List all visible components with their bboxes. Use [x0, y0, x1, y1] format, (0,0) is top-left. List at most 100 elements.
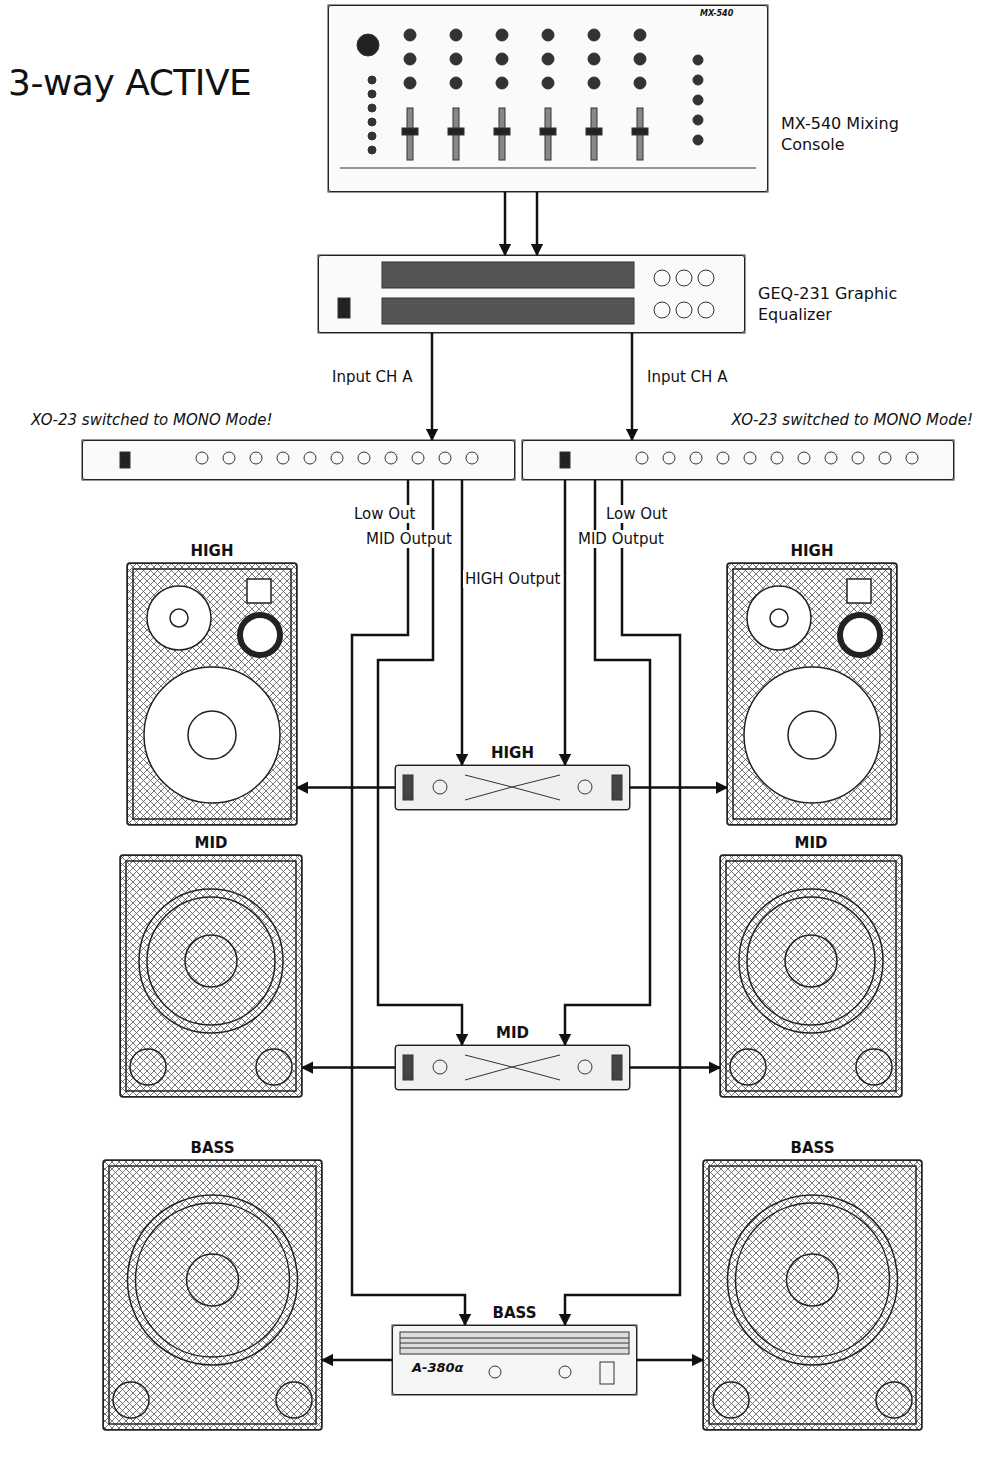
drawing-stroke — [730, 1049, 766, 1085]
drawing-stroke — [906, 452, 918, 464]
device-name: GEQ-231 Graphic Equalizer — [758, 284, 918, 326]
drawing-stroke — [331, 452, 343, 464]
drawing-stroke — [433, 780, 447, 794]
drawing-stroke — [798, 452, 810, 464]
drawing-stroke — [465, 775, 560, 787]
drawing-stroke — [196, 452, 208, 464]
speaker-cabinet: BASS — [703, 1160, 922, 1430]
device-name: HIGH — [728, 542, 896, 560]
device-name: BASS — [104, 1139, 321, 1157]
mixing-console: MX-540 Mixing Console — [328, 5, 768, 192]
device-name: HIGH — [128, 542, 296, 560]
drawing-stroke — [385, 452, 397, 464]
signal-connector — [565, 480, 680, 1325]
device-model-label: MX-540 — [700, 9, 733, 18]
connector-label: Low Out — [604, 505, 670, 523]
signal-connector — [322, 1359, 392, 1362]
drawing-stroke — [465, 1055, 560, 1067]
connector-label: Low Out — [352, 505, 418, 523]
drawing-stroke — [785, 935, 837, 987]
drawing-stroke — [223, 452, 235, 464]
drawing-stroke — [433, 1060, 447, 1074]
drawing-stroke — [663, 452, 675, 464]
drawing-stroke — [744, 452, 756, 464]
drawing-stroke — [113, 1382, 149, 1418]
signal-connector — [631, 333, 634, 440]
signal-connector — [637, 1359, 703, 1362]
connector-label: Input CH A — [330, 368, 414, 386]
device-name: MID — [396, 1024, 629, 1042]
drawing-stroke — [277, 452, 289, 464]
crossover-unit: XO-23 switched to MONO Mode! — [82, 440, 515, 480]
drawing-stroke — [489, 1366, 501, 1378]
connector-label: HIGH Output — [463, 570, 562, 588]
drawing-stroke — [139, 889, 283, 1033]
drawing-stroke — [612, 775, 622, 800]
signal-connector — [564, 480, 567, 765]
signal-connector — [504, 192, 507, 255]
connector-label: MID Output — [576, 530, 666, 548]
drawing-stroke — [247, 579, 271, 603]
drawing-stroke — [825, 452, 837, 464]
drawing-stroke — [852, 452, 864, 464]
drawing-stroke — [717, 452, 729, 464]
drawing-stroke — [542, 77, 554, 89]
drawing-stroke — [634, 53, 646, 65]
drawing-stroke — [709, 1166, 916, 1424]
drawing-stroke — [693, 135, 703, 145]
drawing-stroke — [726, 861, 896, 1091]
drawing-stroke — [185, 935, 237, 987]
drawing-stroke — [368, 146, 376, 154]
power-amplifier: MID — [395, 1045, 630, 1090]
drawing-stroke — [147, 897, 275, 1025]
signal-connector — [378, 480, 462, 1045]
signal-connector — [461, 480, 464, 765]
drawing-stroke — [496, 77, 508, 89]
drawing-stroke — [304, 452, 316, 464]
drawing-stroke — [634, 77, 646, 89]
drawing-stroke — [120, 855, 302, 1097]
drawing-stroke — [636, 452, 648, 464]
drawing-stroke — [496, 53, 508, 65]
signal-connector — [536, 192, 539, 255]
drawing-stroke — [720, 855, 902, 1097]
drawing-stroke — [733, 569, 891, 819]
drawing-stroke — [496, 29, 508, 41]
device-name: MID — [121, 834, 301, 852]
drawing-stroke — [250, 452, 262, 464]
drawing-stroke — [402, 128, 418, 135]
drawing-stroke — [450, 29, 462, 41]
drawing-stroke — [879, 452, 891, 464]
drawing-stroke — [147, 586, 211, 650]
equalizer-illustration — [318, 255, 745, 333]
amplifier-illustration — [392, 765, 637, 1395]
device-name: MID — [721, 834, 901, 852]
connector-label: MID Output — [364, 530, 454, 548]
device-name: MX-540 Mixing Console — [781, 114, 911, 156]
speaker-cabinet: MID — [720, 855, 902, 1097]
drawing-stroke — [728, 1195, 898, 1365]
drawing-stroke — [847, 579, 871, 603]
drawing-stroke — [439, 452, 451, 464]
speaker-cabinet: BASS — [103, 1160, 322, 1430]
drawing-stroke — [126, 861, 296, 1091]
graphic-equalizer: GEQ-231 Graphic Equalizer — [318, 255, 745, 333]
crossover-illustration — [82, 440, 954, 480]
drawing-stroke — [494, 128, 510, 135]
device-name: HIGH — [396, 744, 629, 762]
drawing-stroke — [136, 1203, 290, 1357]
signal-connector — [630, 1066, 720, 1069]
drawing-stroke — [588, 53, 600, 65]
connector-label: Input CH A — [645, 368, 729, 386]
drawing-stroke — [466, 452, 478, 464]
drawing-stroke — [540, 128, 556, 135]
device-model-label: A-380α — [412, 1360, 464, 1375]
drawing-stroke — [693, 75, 703, 85]
device-name: XO-23 switched to MONO Mode! — [31, 411, 272, 429]
diagram-title: 3-way ACTIVE — [8, 62, 251, 103]
drawing-stroke — [703, 1160, 922, 1430]
drawing-stroke — [133, 569, 291, 819]
power-amplifier: HIGH — [395, 765, 630, 810]
drawing-stroke — [128, 1195, 298, 1365]
